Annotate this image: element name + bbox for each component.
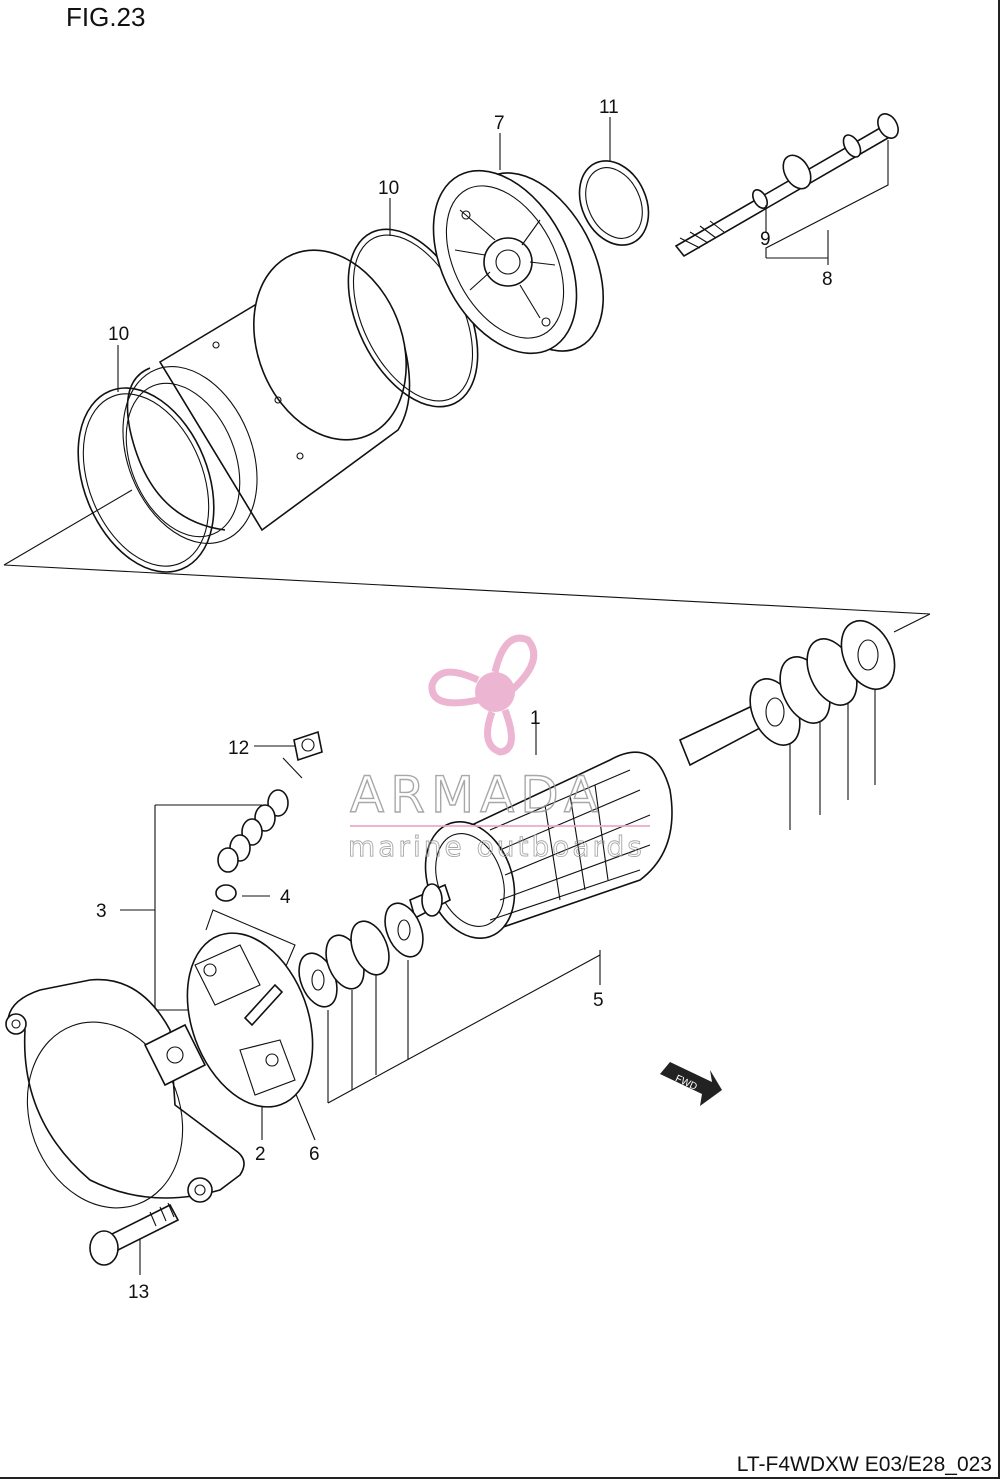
callout-1: 1 [530,708,541,729]
o-ring-cover [578,160,650,246]
callout-4: 4 [280,887,291,908]
through-bolt [674,113,899,258]
end-cover [432,169,605,355]
callout-11: 11 [599,97,619,118]
washers-front [298,902,424,1008]
callout-7: 7 [494,113,505,134]
callout-9: 9 [760,229,771,250]
propeller-hub-icon [475,672,515,712]
figure-code: LT-F4WDXW E03/E28_023 [736,1453,992,1476]
frame-border-right [998,0,1000,1479]
watermark-tagline: marine outboards [348,830,645,863]
callout-10-front: 10 [108,324,129,345]
terminal-insulator-stack [215,730,323,902]
watermark-logo: ARMADA marine outboards [348,634,650,863]
callout-10-rear: 10 [378,178,399,199]
brush-holder [186,932,314,1108]
armature [409,698,777,939]
callout-3: 3 [96,901,107,922]
leader-lines [3,117,931,1275]
callout-8: 8 [822,269,833,290]
callout-2: 2 [255,1144,266,1165]
frame-border-bottom [0,1477,1000,1479]
callout-labels: 1 2 3 4 5 6 7 8 9 10 10 11 12 13 [96,97,833,1303]
watermark-brand: ARMADA [350,766,604,824]
figure-title: FIG.23 [66,2,146,32]
callout-5: 5 [593,990,604,1011]
o-ring-front [77,387,215,573]
yoke-housing [122,249,411,544]
fwd-direction-badge: FWD [660,1062,722,1106]
callout-6: 6 [309,1144,320,1165]
washers-rear [749,620,896,746]
front-bracket [5,978,245,1209]
callout-13: 13 [128,1282,149,1303]
callout-12: 12 [228,738,249,759]
mounting-bolt [89,1202,180,1266]
